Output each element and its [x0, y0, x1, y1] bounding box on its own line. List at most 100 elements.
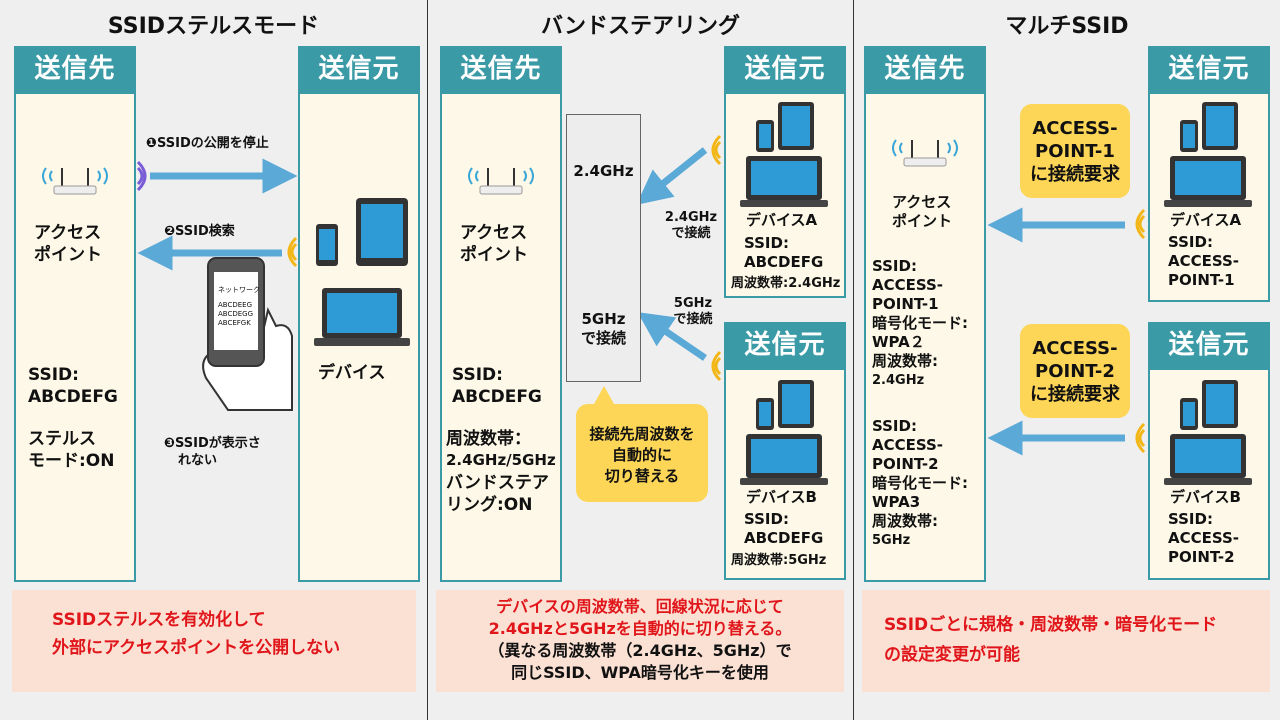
panel2-band-line3: バンドステア — [446, 473, 549, 493]
router-icon — [42, 167, 108, 195]
panel2-note-line3: （異なる周波数帯（2.4GHz、5GHz）で — [488, 641, 792, 660]
devices-icon — [740, 102, 828, 207]
bubble-a-line1: ACCESS- — [1032, 118, 1118, 139]
cfg2-line2: ACCESS- — [872, 436, 944, 454]
bubble-b-line1: ACCESS- — [1032, 338, 1118, 359]
panel2-band-line1: 周波数帯： — [446, 429, 531, 449]
conn-a-label-1: 2.4GHz — [664, 210, 718, 225]
p3-device-a-line2: SSID: — [1168, 233, 1213, 251]
panel3-note-line2: の設定変更が可能 — [884, 645, 1020, 665]
step2-label: ❷SSID検索 — [164, 224, 235, 239]
p3-device-b-name: デバイスB — [1170, 488, 1241, 506]
panel2-ap-label-1: アクセス — [460, 223, 528, 243]
phone-network-title: ネットワーク — [218, 286, 260, 294]
bubble-b-line2: POINT-2 — [1035, 361, 1115, 382]
panel2-title: バンドステアリング — [540, 14, 741, 39]
cfg2-line7: 5GHz — [872, 533, 911, 548]
panel1-title: SSIDステルスモード — [107, 14, 320, 39]
panel2-src-header-b: 送信元 — [724, 322, 846, 368]
device-b-name: デバイスB — [746, 488, 817, 506]
divider-2 — [853, 0, 854, 720]
cfg1-line3: POINT-1 — [872, 295, 939, 313]
p3-device-b-line4: POINT-2 — [1168, 548, 1235, 566]
panel1-device-label: デバイス — [318, 363, 386, 383]
cfg1-line5: WPA２ — [872, 333, 925, 351]
signal-icon-yellow — [1135, 208, 1146, 240]
panel2-dest-header: 送信先 — [440, 46, 562, 92]
p3-device-a-line4: POINT-1 — [1168, 271, 1235, 289]
request-bubble-ap1: ACCESS- POINT-1 に接続要求 — [1020, 104, 1130, 198]
panel1-ssid-line2: ABCDEFG — [28, 387, 118, 407]
step1-label: ❶SSIDの公開を停止 — [146, 136, 269, 151]
panel2-ssid-line2: ABCDEFG — [452, 387, 542, 407]
device-a-ssid1: SSID: — [744, 234, 789, 252]
panel2-note-line1: デバイスの周波数帯、回線状況に応じて — [496, 597, 784, 616]
panel1-ssid-line1: SSID: — [28, 365, 79, 385]
panel3-note: SSIDごとに規格・周波数帯・暗号化モード の設定変更が可能 — [862, 590, 1270, 692]
cfg2-line6: 周波数帯: — [872, 512, 938, 530]
panel3-dest-header: 送信先 — [864, 46, 986, 92]
bubble-a-line2: POINT-1 — [1035, 141, 1115, 162]
cfg1-line1: SSID: — [872, 257, 917, 275]
panel2-band-line2: 2.4GHz/5GHz — [446, 451, 556, 469]
panel2-note-line4: 同じSSID、WPA暗号化キーを使用 — [511, 663, 769, 682]
panel2-ap-label-2: ポイント — [460, 245, 528, 265]
conn-b-label-2: で接続 — [673, 312, 713, 327]
panel2-dest-box — [440, 92, 562, 582]
panel3-src-header-a: 送信元 — [1148, 46, 1270, 92]
panel2-src-header-a: 送信元 — [724, 46, 846, 92]
panel2-ssid-line1: SSID: — [452, 365, 503, 385]
signal-icon-yellow — [1135, 422, 1146, 454]
range-top-label: 2.4GHz — [573, 162, 634, 180]
signal-icon-yellow — [711, 350, 722, 382]
bubble-line2: 自動的に — [611, 446, 672, 464]
device-b-ssid1: SSID: — [744, 510, 789, 528]
panel3-dest-box — [864, 92, 986, 582]
bubble-b-line3: に接続要求 — [1030, 384, 1120, 405]
panel1-note-line1: SSIDステルスを有効化して — [52, 610, 266, 630]
panel1-dest-header: 送信先 — [14, 46, 136, 92]
divider-1 — [427, 0, 428, 720]
device-a-ssid2: ABCDEFG — [744, 253, 824, 271]
device-a-band: 周波数帯:2.4GHz — [731, 276, 841, 291]
devices-icon — [1164, 380, 1252, 485]
device-b-band: 周波数帯:5GHz — [731, 553, 827, 568]
step3-label-1: ❸SSIDが表示さ — [164, 436, 261, 451]
panel1-note: SSIDステルスを有効化して 外部にアクセスポイントを公開しない — [12, 590, 416, 692]
router-icon — [892, 139, 958, 167]
range-bottom-label-1: 5GHz — [581, 310, 626, 328]
panel3-title: マルチSSID — [1005, 14, 1129, 39]
auto-switch-bubble: 接続先周波数を 自動的に 切り替える — [576, 404, 708, 502]
panel1-ap-label-2: ポイント — [34, 245, 102, 265]
hand-phone-icon — [202, 257, 293, 411]
p3-device-a-name: デバイスA — [1170, 211, 1242, 229]
router-icon — [468, 167, 534, 195]
panel1-src-header: 送信元 — [298, 46, 420, 92]
conn-a-label-2: で接続 — [671, 226, 711, 241]
p3-device-b-line2: SSID: — [1168, 510, 1213, 528]
panel3-note-line1: SSIDごとに規格・周波数帯・暗号化モード — [884, 615, 1218, 635]
panel2-band-line4: リング:ON — [446, 495, 533, 515]
cfg1-line6: 周波数帯: — [872, 352, 938, 370]
panel1-ap-label-1: アクセス — [34, 223, 102, 243]
cfg1-line7: 2.4GHz — [872, 373, 925, 388]
band-range-box — [566, 114, 641, 382]
cfg1-line2: ACCESS- — [872, 276, 944, 294]
panel1-note-line2: 外部にアクセスポイントを公開しない — [52, 638, 341, 658]
phone-list-3: ABCEFGK — [218, 319, 251, 327]
panel2-note: デバイスの周波数帯、回線状況に応じて 2.4GHzと5GHzを自動的に切り替える… — [436, 590, 844, 692]
p3-device-b-line3: ACCESS- — [1168, 529, 1240, 547]
signal-icon-yellow — [287, 236, 298, 268]
cfg2-line3: POINT-2 — [872, 455, 939, 473]
panel1-stealth-line2: モード:ON — [28, 451, 115, 471]
cfg2-line1: SSID: — [872, 417, 917, 435]
panel1-stealth-line1: ステルス — [28, 429, 96, 449]
bubble-pointer — [594, 386, 614, 404]
cfg1-line4: 暗号化モード: — [872, 314, 968, 332]
signal-icon-purple — [136, 160, 147, 192]
step3-label-2: れない — [178, 453, 218, 468]
conn-b-label-1: 5GHz — [673, 296, 713, 311]
request-bubble-ap2: ACCESS- POINT-2 に接続要求 — [1020, 324, 1130, 418]
device-b-ssid2: ABCDEFG — [744, 529, 824, 547]
devices-icon — [1164, 102, 1252, 207]
